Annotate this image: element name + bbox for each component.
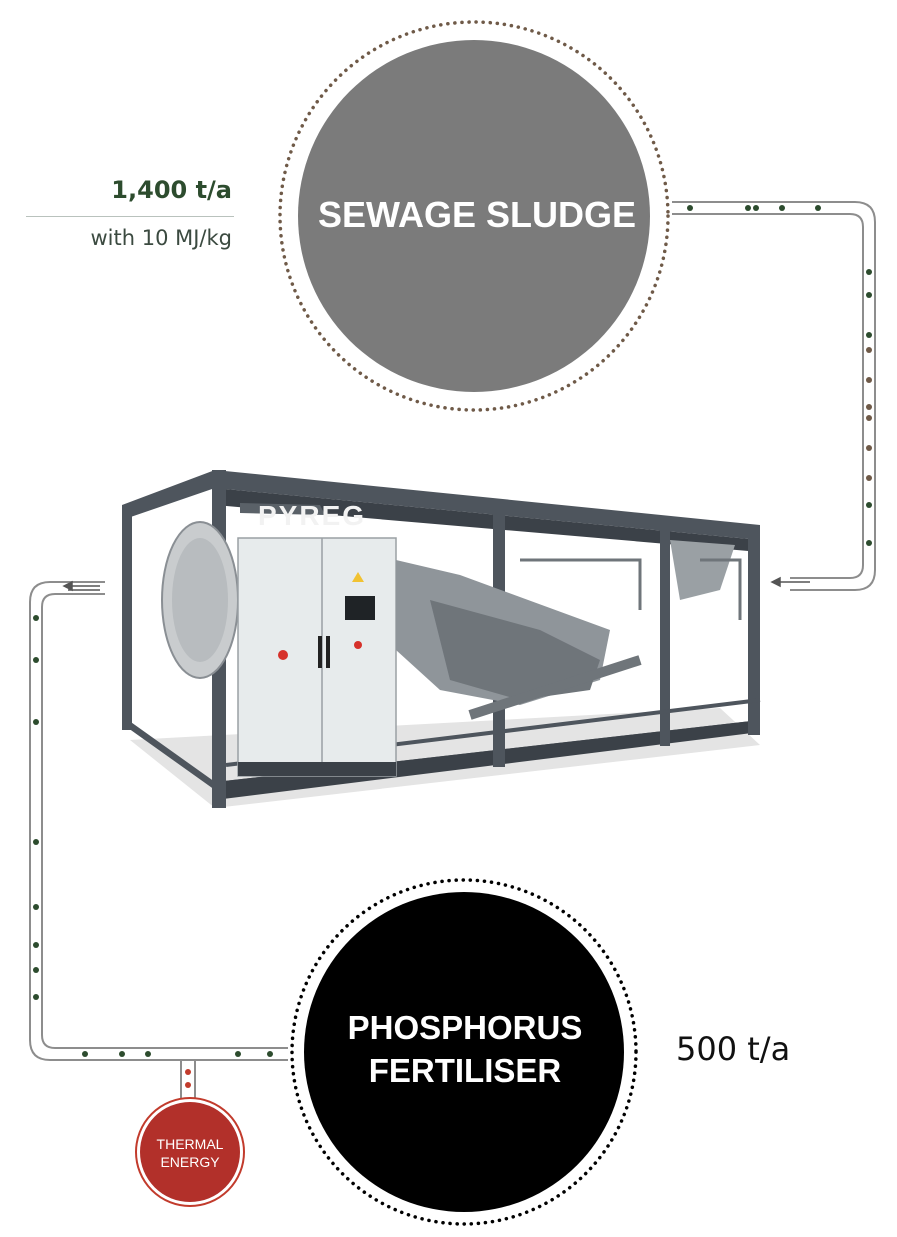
sewage-sludge-label: SEWAGE SLUDGE — [317, 194, 637, 235]
thermal-energy-ring — [135, 1097, 245, 1207]
phosphorus-fertiliser-label-line2: FERTILISER — [368, 1052, 562, 1089]
phosphorus-fertiliser-dotted-ring — [290, 878, 638, 1226]
arrow-into-machine — [770, 576, 810, 588]
phosphorus-fertiliser-circle — [304, 892, 624, 1212]
thermal-energy-label-line2: ENERGY — [160, 1154, 220, 1170]
thermal-energy-label-line1: THERMAL — [156, 1135, 224, 1152]
thermal-energy-circle — [140, 1102, 240, 1202]
arrows-out-of-machine — [62, 580, 100, 592]
pyreg-machine-illustration — [122, 470, 761, 808]
pyreg-logo-text: PYREG — [258, 500, 367, 531]
input-amount-label: 1,400 t/a — [111, 176, 232, 204]
pipe-fertiliser-dots — [33, 615, 273, 1088]
input-energy-content-label: with 10 MJ/kg — [90, 226, 232, 250]
input-divider — [26, 216, 234, 217]
output-amount-label: 500 t/a — [676, 1030, 791, 1068]
sewage-sludge-circle — [298, 40, 650, 392]
pipe-sludge-to-machine — [672, 201, 876, 591]
sewage-sludge-dotted-ring — [278, 20, 670, 412]
pipe-machine-to-fertiliser — [29, 581, 288, 1098]
pipe-sludge-dots — [687, 205, 872, 546]
phosphorus-fertiliser-label: PHOSPHORUS FERTILISER — [300, 1000, 630, 1100]
phosphorus-fertiliser-label-line1: PHOSPHORUS — [347, 1009, 583, 1047]
thermal-energy-label: THERMAL ENERGY — [138, 1128, 242, 1178]
